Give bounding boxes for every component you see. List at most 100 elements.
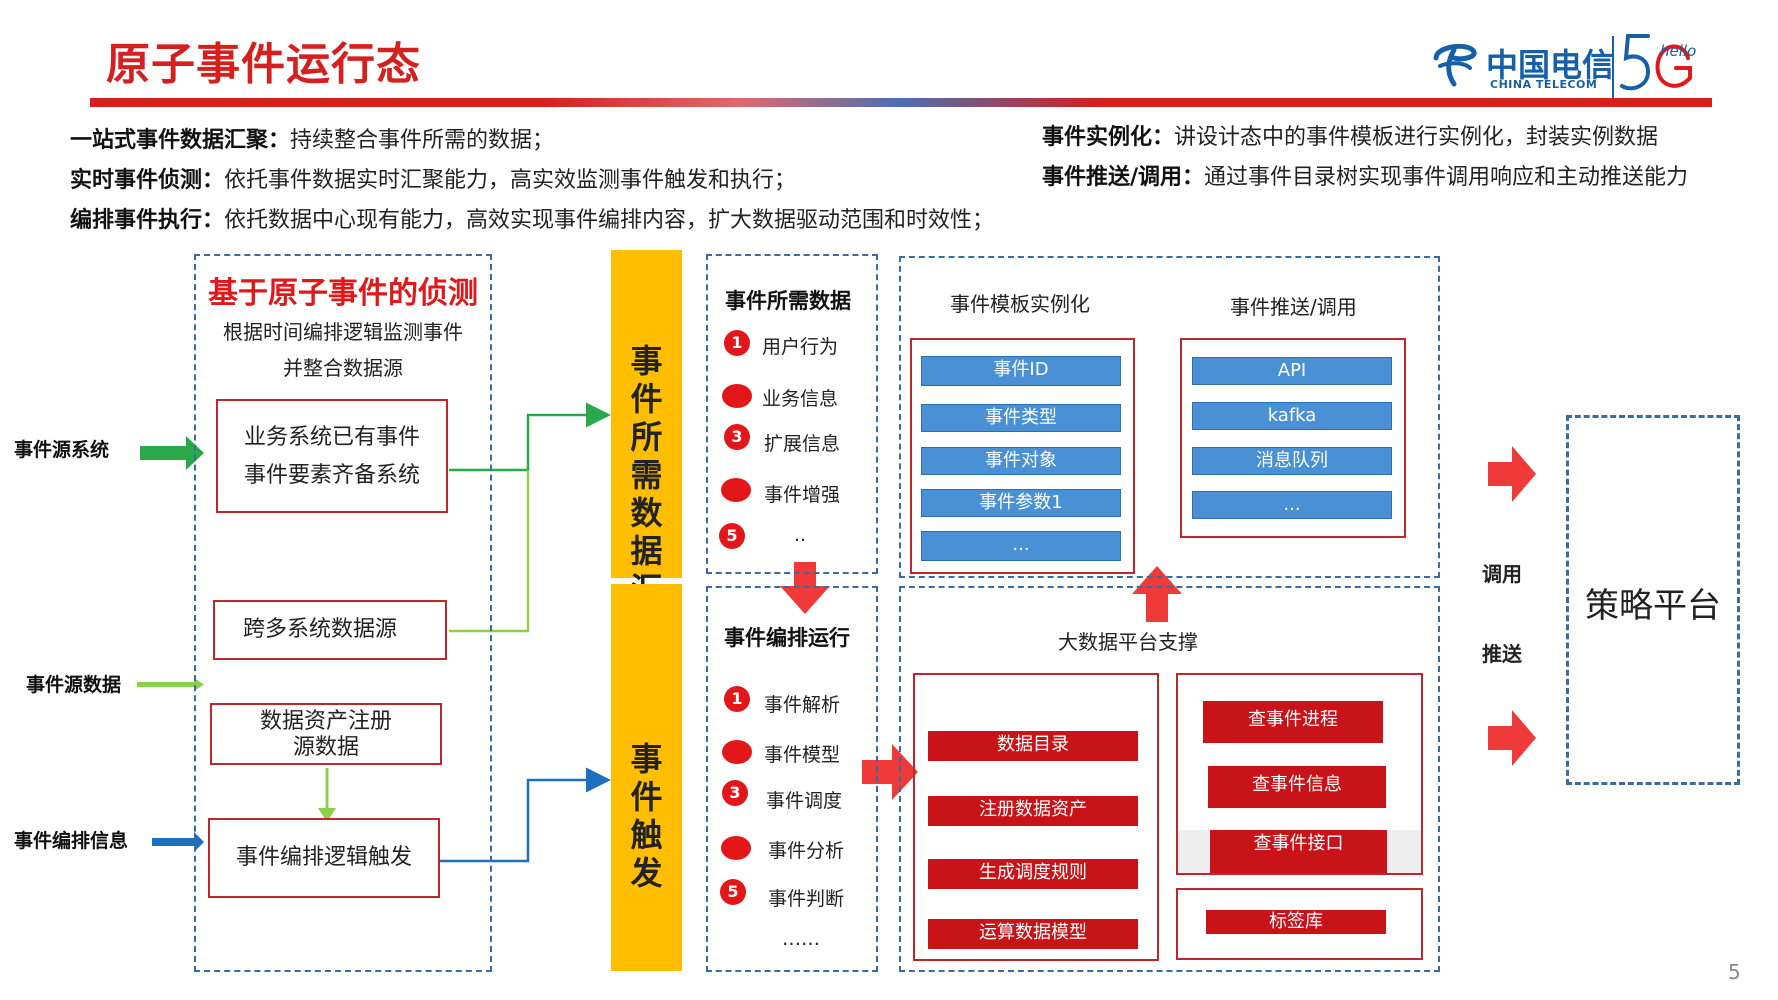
template-fields-box — [910, 338, 1135, 574]
bigdata-left-field: 生成调度规则 — [928, 859, 1138, 889]
bigdata-left-field: 注册数据资产 — [928, 796, 1138, 826]
intro-label: 编排事件执行： — [70, 208, 225, 233]
asset-registration-box: 数据资产注册 源数据 — [210, 703, 442, 765]
up-arrow-bigdata — [1132, 566, 1182, 622]
orchestration-more: …… — [782, 928, 820, 950]
instantiation-push-panel — [899, 256, 1440, 578]
logo-divider — [1612, 36, 1614, 98]
right-arrow-bigdata — [862, 744, 918, 800]
stage-label-line: 所需 — [630, 418, 663, 494]
item-marker-5: 5 — [719, 523, 745, 549]
orchestration-item: 事件分析 — [768, 840, 845, 862]
orchestration-item: 事件判断 — [768, 888, 845, 910]
strategy-platform-label: 策略平台 — [1585, 586, 1721, 626]
logo-en-text: CHINA TELECOM — [1490, 78, 1598, 91]
required-data-header: 事件所需数据 — [725, 289, 851, 313]
item-marker-dot — [721, 836, 751, 860]
item-marker-1: 1 — [724, 686, 750, 712]
right-arrow-call — [1488, 446, 1536, 502]
page-title: 原子事件运行态 — [106, 39, 421, 90]
item-marker-3: 3 — [724, 424, 750, 450]
push-call-header: 事件推送/调用 — [1230, 295, 1357, 319]
intro-line-2: 实时事件侦测：依托事件数据实时汇聚能力，高实效监测事件触发和执行； — [70, 162, 796, 194]
required-item: 事件增强 — [764, 484, 841, 506]
source-orchestration-arrow — [152, 832, 204, 852]
logo-5g-icon: 5G — [1620, 34, 1692, 91]
intro-line-5: 事件推送/调用：通过事件目录树实现事件调用响应和主动推送能力 — [1042, 159, 1688, 191]
connector-box4 — [440, 767, 611, 863]
item-marker-dot — [721, 478, 751, 502]
trigger-stage-bar: 事件触发 — [611, 584, 682, 971]
detection-panel — [194, 254, 492, 972]
bigdata-panel — [899, 586, 1440, 972]
intro-label: 一站式事件数据汇聚： — [70, 128, 291, 153]
orchestration-item: 事件调度 — [766, 790, 843, 812]
template-field: 事件参数1 — [921, 489, 1121, 517]
china-telecom-logo-icon — [1433, 43, 1477, 87]
intro-text: 通过事件目录树实现事件调用响应和主动推送能力 — [1204, 165, 1689, 190]
detection-subtitle-2: 并整合数据源 — [283, 356, 403, 380]
strategy-platform-box: 策略平台 — [1566, 415, 1740, 785]
item-marker-dot — [722, 740, 752, 764]
stage-label-line: 触发 — [630, 816, 663, 892]
push-label: 推送 — [1482, 642, 1522, 666]
required-item: 扩展信息 — [764, 433, 841, 455]
intro-label: 实时事件侦测： — [70, 168, 225, 193]
orchestration-run-panel — [706, 586, 878, 972]
orchestration-item: 事件模型 — [764, 744, 841, 766]
orchestration-item: 事件解析 — [764, 694, 841, 716]
push-field: ... — [1192, 491, 1392, 519]
source-orchestration-label: 事件编排信息 — [14, 830, 129, 852]
bigdata-right-field: 查事件信息 — [1208, 766, 1386, 808]
stage-label-line: 事件 — [630, 740, 663, 816]
item-marker-1: 1 — [724, 330, 750, 356]
item-marker-3: 3 — [722, 780, 748, 806]
call-label: 调用 — [1482, 562, 1522, 586]
push-field: API — [1192, 357, 1392, 385]
stage-label-line: 数据 — [630, 494, 663, 570]
source-data-arrow — [137, 678, 204, 691]
logo-cn-text: 中国电信 — [1486, 46, 1615, 84]
intro-line-4: 事件实例化：讲设计态中的事件模板进行实例化，封装实例数据 — [1042, 119, 1658, 151]
item-marker-dot — [722, 384, 752, 408]
business-system-line-2: 事件要素齐备系统 — [243, 463, 420, 488]
bigdata-right-field: 查事件进程 — [1203, 701, 1383, 743]
asset-registration-line-1: 数据资产注册 — [259, 709, 392, 734]
right-arrow-push — [1488, 710, 1536, 766]
source-data-label: 事件源数据 — [26, 674, 122, 696]
intro-text: 持续整合事件所需的数据； — [290, 128, 555, 153]
template-field: ... — [921, 531, 1121, 561]
bigdata-right-box — [1176, 673, 1423, 875]
bigdata-left-box — [913, 673, 1159, 961]
push-field: 消息队列 — [1192, 447, 1392, 475]
template-field: 事件类型 — [921, 404, 1121, 432]
item-marker-5: 5 — [720, 879, 746, 905]
connector-box2 — [449, 470, 530, 633]
required-item: .. — [794, 524, 807, 546]
connector-box1 — [449, 402, 611, 472]
intro-text: 依托事件数据实时汇聚能力，高实效监测事件触发和执行； — [224, 168, 797, 193]
asset-registration-line-2: 源数据 — [292, 735, 359, 760]
template-field: 事件对象 — [921, 447, 1121, 475]
bigdata-header: 大数据平台支撑 — [1058, 630, 1198, 654]
intro-text: 讲设计态中的事件模板进行实例化，封装实例数据 — [1174, 125, 1659, 150]
push-fields-box — [1180, 338, 1406, 538]
intro-line-1: 一站式事件数据汇聚：持续整合事件所需的数据； — [70, 122, 554, 154]
bigdata-right-field: 查事件接口 — [1210, 830, 1387, 873]
intro-label: 事件推送/调用： — [1042, 165, 1205, 190]
intro-label: 事件实例化： — [1042, 125, 1175, 150]
template-field: 事件ID — [921, 356, 1121, 386]
orchestration-run-header: 事件编排运行 — [724, 626, 850, 650]
detection-title: 基于原子事件的侦测 — [208, 276, 478, 311]
stage-label-line: 事件 — [630, 342, 663, 418]
intro-line-3: 编排事件执行：依托数据中心现有能力，高效实现事件编排内容，扩大数据驱动范围和时效… — [70, 202, 994, 234]
bigdata-left-field: 运算数据模型 — [928, 919, 1138, 949]
page-number: 5 — [1728, 960, 1741, 984]
required-item: 业务信息 — [762, 388, 839, 410]
cross-system-source-box: 跨多系统数据源 — [213, 600, 447, 660]
trigger-stage-label: 事件触发 — [611, 740, 682, 892]
business-system-line-1: 业务系统已有事件 — [243, 425, 420, 450]
bigdata-left-field: 数据目录 — [928, 731, 1138, 761]
tag-library-field: 标签库 — [1206, 910, 1386, 934]
required-item: 用户行为 — [762, 336, 839, 358]
